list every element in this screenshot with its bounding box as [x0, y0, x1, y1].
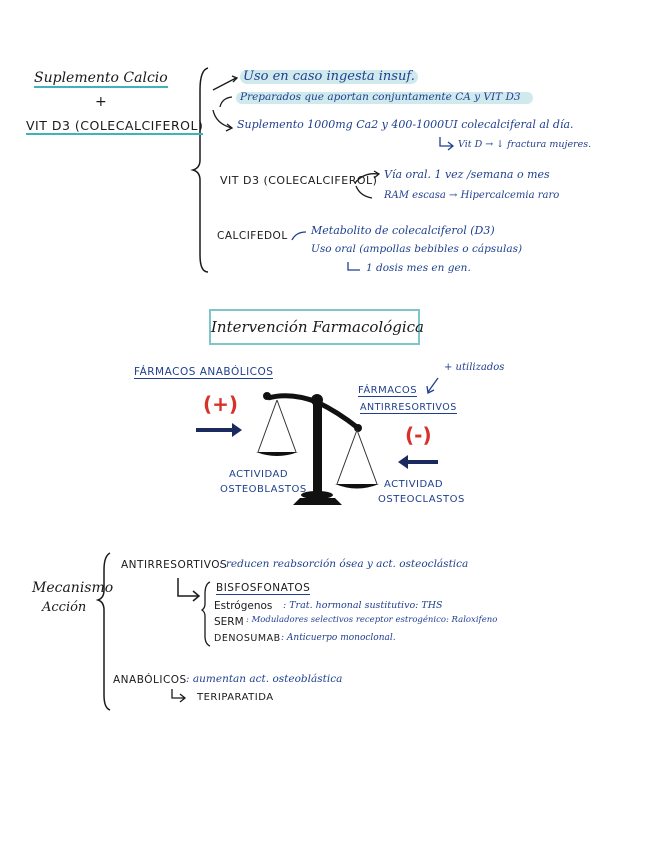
calcifediol-uso: Uso oral (ampollas bebibles o cápsulas)	[311, 243, 522, 255]
preparados-line: Preparados que aportan conjuntamente CA …	[240, 91, 521, 103]
vitd-ram: RAM escasa → Hipercalcemia raro	[384, 190, 559, 201]
anabolicos-heading: ANABÓLICOS	[113, 674, 187, 686]
bisfosfonatos: BISFOSFONATOS	[216, 582, 310, 595]
calcifediol-metabolito: Metabolito de colecalciferol (D3)	[311, 224, 495, 237]
uso-insuficiente: Uso en caso ingesta insuf.	[243, 69, 415, 84]
scale-pole	[313, 402, 322, 498]
farmacos-anabolicos: FÁRMACOS ANABÓLICOS	[134, 366, 273, 379]
actividad-osteoclastos-2: OSTEOCLASTOS	[378, 494, 465, 505]
estrogenos-desc: : Trat. hormonal sustitutivo: THS	[283, 600, 443, 611]
actividad-osteoblastos-1: ACTIVIDAD	[229, 469, 288, 480]
estrogenos-label: Estrógenos	[214, 600, 272, 612]
mecanismo-label: Mecanismo	[32, 580, 113, 596]
suplemento-dose-line: Suplemento 1000mg Ca2 y 400-1000UI colec…	[237, 118, 574, 131]
plus-sign: +	[95, 94, 107, 110]
denosumab-desc: : Anticuerpo monoclonal.	[281, 633, 396, 643]
vitd-via: Vía oral. 1 vez /semana o mes	[384, 168, 550, 181]
mas-utilizados: + utilizados	[444, 362, 504, 373]
minus-indicator: (-)	[405, 423, 432, 447]
fractura-note: Vit D → ↓ fractura mujeres.	[458, 139, 591, 150]
farmacos-label: FÁRMACOS	[358, 385, 417, 397]
brace-section3	[98, 553, 110, 710]
antirresortivos-desc: : reducen reabsorción ósea y act. osteoc…	[219, 558, 468, 570]
brace-section1	[193, 68, 208, 272]
vit-d3-title: VIT D3 (COLECALCIFEROL)	[26, 118, 203, 135]
vitd-label: VIT D3 (COLECALCIFEROL)	[220, 174, 377, 187]
actividad-osteoblastos-2: OSTEOBLASTOS	[220, 484, 307, 495]
teriparatida: TERIPARATIDA	[197, 692, 274, 703]
serm-desc: : Moduladores selectivos receptor estrog…	[246, 615, 497, 625]
serm-label: SERM	[214, 616, 244, 628]
intervencion-title: Intervención Farmacológica	[209, 309, 420, 345]
denosumab-label: DENOSUMAB	[214, 633, 281, 644]
antirresortivos-heading: ANTIRRESORTIVOS	[121, 559, 227, 571]
suplemento-calcio-title: Suplemento Calcio	[34, 70, 168, 88]
antirresortivos-label: ANTIRRESORTIVOS	[360, 402, 457, 414]
anabolicos-desc: : aumentan act. osteoblástica	[186, 673, 342, 685]
accion-label: Acción	[42, 600, 86, 615]
actividad-osteoclastos-1: ACTIVIDAD	[384, 479, 443, 490]
calcifediol-dosis: 1 dosis mes en gen.	[366, 262, 471, 274]
calcifediol-label: CALCIFEDOL	[217, 230, 288, 242]
plus-indicator: (+)	[203, 392, 238, 416]
